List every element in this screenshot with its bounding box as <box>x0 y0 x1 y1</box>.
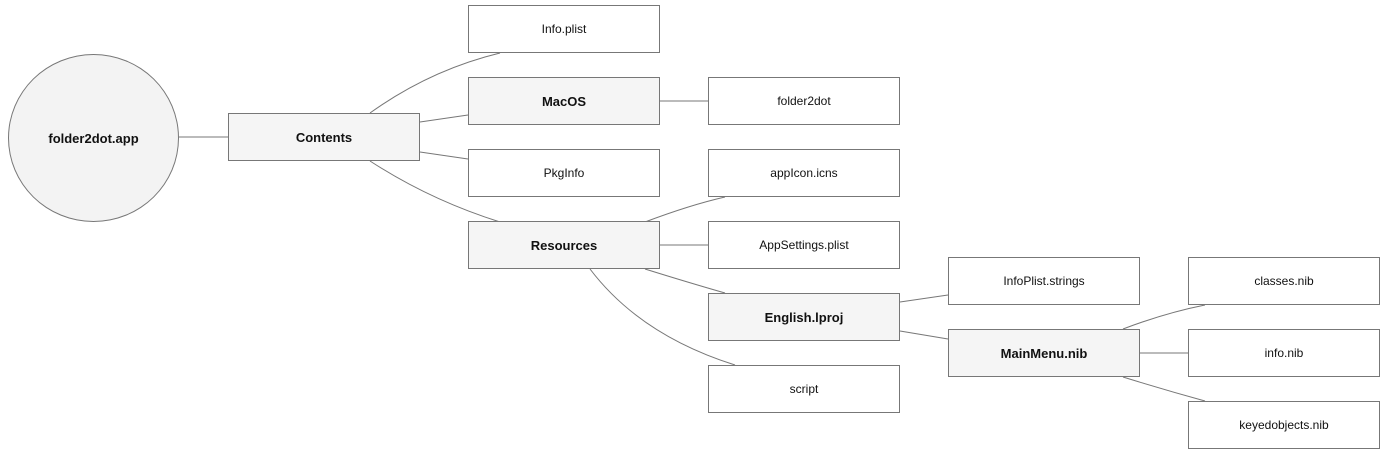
node-keyedobjects-nib: keyedobjects.nib <box>1188 401 1380 449</box>
node-root: folder2dot.app <box>8 54 179 222</box>
edge-mainmenu-nib-classes-nib <box>1122 304 1206 330</box>
node-infoplist-strings: InfoPlist.strings <box>948 257 1140 305</box>
node-info-plist: Info.plist <box>468 5 660 53</box>
edge-contents-macos <box>419 114 469 123</box>
edge-resources-english-lproj <box>644 268 726 294</box>
edge-contents-info-plist <box>369 52 501 114</box>
edge-contents-pkginfo <box>419 151 469 160</box>
node-classes-nib: classes.nib <box>1188 257 1380 305</box>
node-resources: Resources <box>468 221 660 269</box>
edge-resources-script <box>589 268 736 366</box>
node-appicon: appIcon.icns <box>708 149 900 197</box>
node-appsettings: AppSettings.plist <box>708 221 900 269</box>
node-mainmenu-nib: MainMenu.nib <box>948 329 1140 377</box>
node-info-nib: info.nib <box>1188 329 1380 377</box>
edge-english-lproj-infoplist-strings <box>899 294 949 303</box>
node-contents: Contents <box>228 113 420 161</box>
node-script: script <box>708 365 900 413</box>
node-macos: MacOS <box>468 77 660 125</box>
node-folder2dot: folder2dot <box>708 77 900 125</box>
edge-resources-appicon <box>644 196 726 223</box>
edge-english-lproj-mainmenu-nib <box>899 330 949 340</box>
node-english-lproj: English.lproj <box>708 293 900 341</box>
edge-contents-resources <box>369 160 501 223</box>
node-pkginfo: PkgInfo <box>468 149 660 197</box>
edge-mainmenu-nib-keyedobjects-nib <box>1122 376 1206 402</box>
